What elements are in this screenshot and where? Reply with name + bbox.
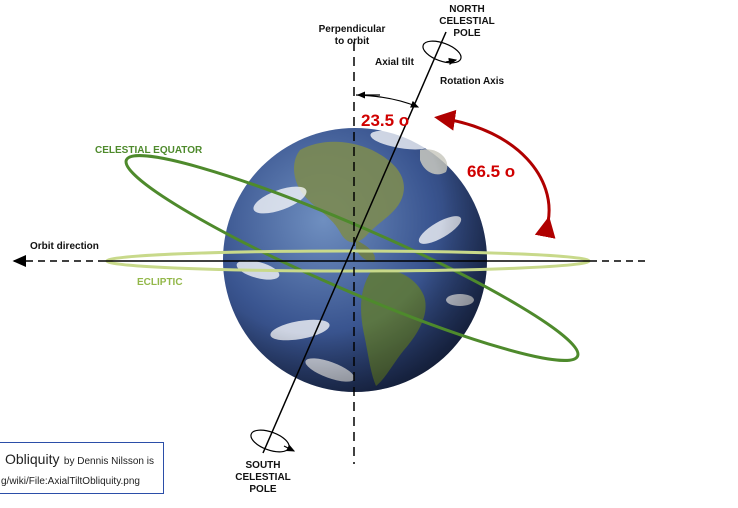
south-pole-label: SOUTH CELESTIAL POLE	[221, 460, 305, 496]
north-pole-line-2: CELESTIAL	[439, 16, 495, 27]
perpendicular-line-1: Perpendicular	[318, 24, 386, 35]
north-spin-ellipse	[422, 40, 462, 64]
orbit-direction-label: Orbit direction	[30, 241, 99, 252]
attribution-author: by Dennis Nilsson is	[63, 456, 154, 467]
attribution-title[interactable]: Obliquity	[5, 451, 60, 467]
attribution-url[interactable]: g/wiki/File:AxialTiltObliquity.png	[1, 476, 140, 487]
ecliptic-label: ECLIPTIC	[137, 277, 183, 288]
axial-tilt-label: Axial tilt	[375, 57, 414, 68]
south-pole-line-3: POLE	[249, 484, 277, 495]
north-spin-arrow	[445, 57, 458, 65]
south-pole-line-2: CELESTIAL	[235, 472, 291, 483]
attribution-box: Obliquity by Dennis Nilsson is g/wiki/Fi…	[0, 442, 164, 494]
south-spin-ellipse	[250, 429, 290, 453]
celestial-equator-label: CELESTIAL EQUATOR	[95, 145, 203, 156]
rotation-axis-label: Rotation Axis	[440, 76, 505, 87]
earth-globe	[223, 128, 487, 392]
attribution-line-1: Obliquity by Dennis Nilsson is	[5, 451, 154, 469]
south-spin-arrow	[283, 444, 296, 452]
south-pole-line-1: SOUTH	[245, 460, 281, 471]
north-pole-line-3: POLE	[453, 28, 481, 39]
north-pole-line-1: NORTH	[449, 4, 485, 15]
north-pole-label: NORTH CELESTIAL POLE	[427, 4, 507, 40]
complement-angle-label: 66.5 o	[467, 162, 516, 181]
celestial-equator-ring	[124, 154, 580, 362]
perpendicular-line-2: to orbit	[334, 36, 370, 47]
perpendicular-label: Perpendicular to orbit	[310, 24, 394, 48]
complement-angle-arrow	[434, 109, 556, 239]
tilt-angle-label: 23.5 o	[361, 111, 410, 130]
axial-tilt-arc	[355, 94, 420, 108]
